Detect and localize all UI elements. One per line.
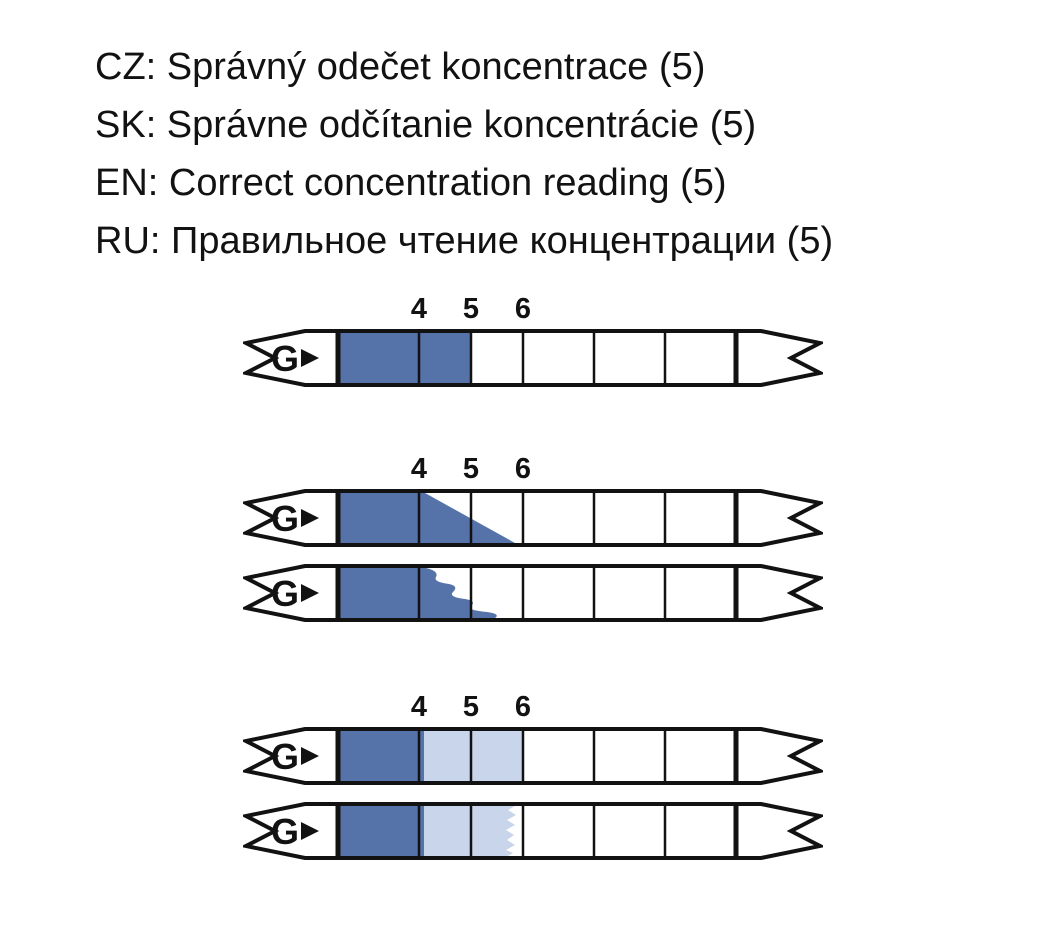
scale-labels-row-2: 4 5 6 bbox=[243, 452, 823, 486]
scale-ticks bbox=[417, 804, 667, 858]
indicator-fill-light bbox=[424, 731, 523, 781]
g-letter: G bbox=[271, 573, 299, 614]
header-line-en: EN: Correct concentration reading (5) bbox=[95, 162, 727, 204]
scale-ticks bbox=[417, 331, 667, 385]
scale-ticks bbox=[417, 729, 667, 783]
scale-label-5: 5 bbox=[462, 453, 480, 485]
start-arrow-icon bbox=[301, 747, 319, 765]
g-letter: G bbox=[271, 736, 299, 777]
start-arrow-icon bbox=[301, 822, 319, 840]
test-strip-2: G bbox=[243, 489, 823, 547]
indicator-fill-dark bbox=[338, 806, 424, 856]
start-arrow-icon bbox=[301, 509, 319, 527]
test-strip-3: G bbox=[243, 564, 823, 622]
scale-labels-row-3: 4 5 6 bbox=[243, 690, 823, 724]
header-text-block: CZ: Správný odečet koncentrace (5) SK: S… bbox=[95, 38, 833, 270]
g-letter: G bbox=[271, 498, 299, 539]
scale-label-4: 4 bbox=[410, 453, 428, 485]
test-strip-4: G bbox=[243, 727, 823, 785]
indicator-fill-dark bbox=[338, 731, 424, 781]
scale-ticks bbox=[417, 491, 667, 545]
test-strip-5: G bbox=[243, 802, 823, 860]
indicator-fill-solid bbox=[338, 333, 471, 383]
scale-label-6: 6 bbox=[514, 293, 532, 325]
start-arrow-icon bbox=[301, 349, 319, 367]
scale-label-5: 5 bbox=[462, 293, 480, 325]
scale-label-6: 6 bbox=[514, 691, 532, 723]
header-line-sk: SK: Správne odčítanie koncentrácie (5) bbox=[95, 104, 757, 146]
test-strip-1: G bbox=[243, 329, 823, 387]
scale-ticks bbox=[417, 566, 667, 620]
header-line-ru: RU: Правильное чтение концентрации (5) bbox=[95, 220, 834, 262]
scale-label-4: 4 bbox=[410, 691, 428, 723]
scale-label-4: 4 bbox=[410, 293, 428, 325]
start-arrow-icon bbox=[301, 584, 319, 602]
scale-labels-row-1: 4 5 6 bbox=[243, 292, 823, 326]
header-line-cz: CZ: Správný odečet koncentrace (5) bbox=[95, 46, 706, 88]
g-letter: G bbox=[271, 811, 299, 852]
g-letter: G bbox=[271, 338, 299, 379]
indicator-fill-jagged bbox=[338, 568, 497, 618]
scale-label-6: 6 bbox=[514, 453, 532, 485]
scale-label-5: 5 bbox=[462, 691, 480, 723]
